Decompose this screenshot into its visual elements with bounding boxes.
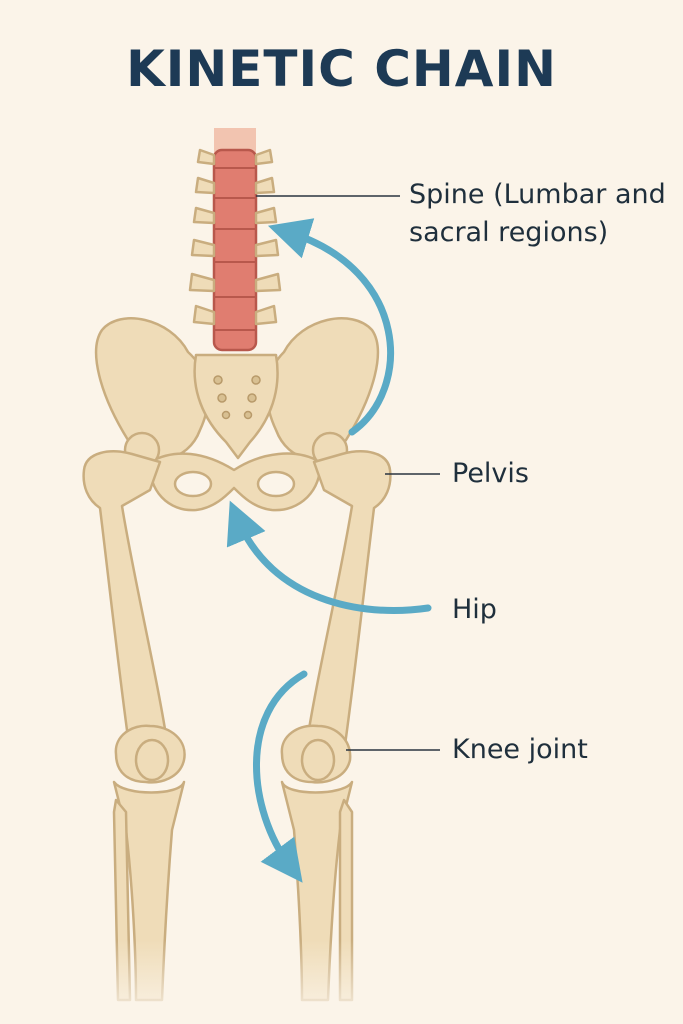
sacrum [193, 353, 279, 460]
sacral-foramina [213, 375, 261, 420]
knee-label: Knee joint [452, 734, 588, 765]
knee-arrow [253, 670, 308, 883]
bottom-fade [0, 940, 683, 1024]
pelvis-label: Pelvis [452, 458, 529, 489]
page-title: KINETIC CHAIN [126, 40, 557, 98]
spine-label: Spine (Lumbar and sacral regions) [409, 179, 666, 248]
vertebra-discs [214, 167, 256, 331]
vertebra-processes [188, 148, 282, 326]
spinal-body [212, 148, 258, 352]
right-obturator-foramen [256, 470, 296, 498]
right-patella [300, 738, 336, 782]
motion-arrows [226, 218, 432, 883]
leader-lines [256, 195, 440, 751]
hip-arrow [226, 500, 432, 614]
left-obturator-foramen [173, 470, 213, 498]
spine-column [188, 128, 282, 352]
spine-arrow [267, 218, 394, 436]
hip-label: Hip [452, 594, 497, 625]
left-patella [134, 738, 170, 782]
